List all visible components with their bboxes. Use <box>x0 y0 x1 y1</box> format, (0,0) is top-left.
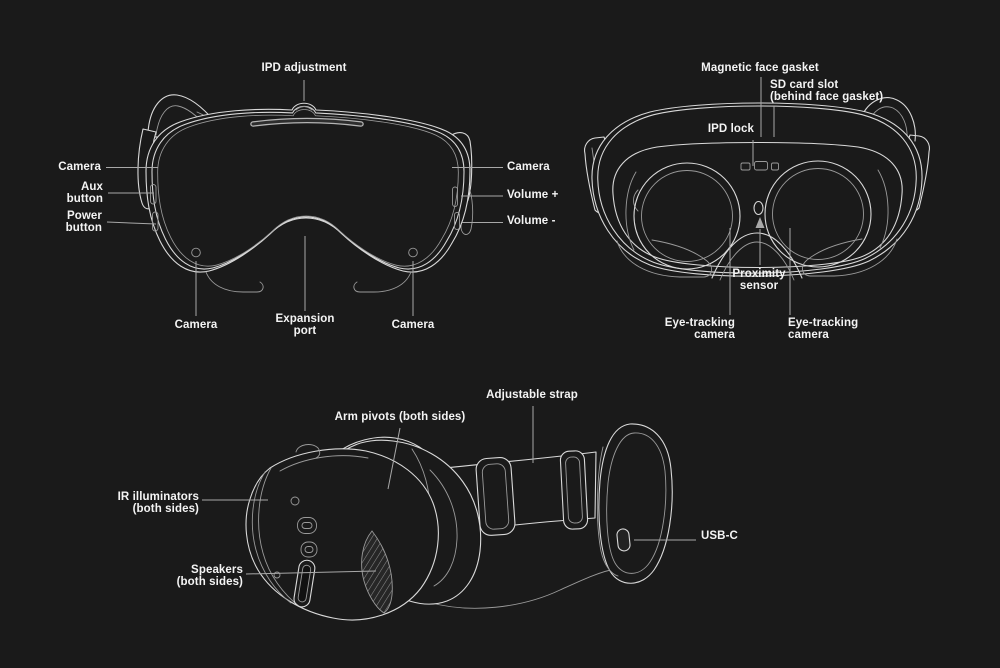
camera-dot-left <box>191 247 201 258</box>
label-eye-tracking-camera-right: Eye-tracking camera <box>788 317 859 341</box>
volume-down-button-shape <box>454 212 460 230</box>
visor <box>245 444 439 621</box>
label-power-button: Power button <box>65 210 102 234</box>
label-camera-bottom-right: Camera <box>391 319 435 331</box>
label-arm-pivots: Arm pivots (both sides) <box>334 411 466 423</box>
side-view-artwork <box>245 423 673 621</box>
ipd-adjustment-bump <box>295 106 313 111</box>
leader-power-button <box>106 221 157 225</box>
label-eye-tracking-camera-left: Eye-tracking camera <box>664 317 735 341</box>
label-magnetic-face-gasket: Magnetic face gasket <box>701 62 819 74</box>
speaker-grille <box>361 530 393 614</box>
label-proximity-sensor: Proximity sensor <box>732 268 786 292</box>
leader-lines <box>106 77 791 575</box>
aux-button-shape <box>150 184 157 205</box>
label-ir-illuminators: IR illuminators (both sides) <box>117 491 199 515</box>
volume-up-button-shape <box>452 186 458 207</box>
label-camera-left: Camera <box>58 161 101 173</box>
proximity-sensor-shape <box>753 200 764 216</box>
ir-illuminator-dot <box>290 496 300 506</box>
speaker-slot <box>293 559 316 608</box>
front-shell-outline <box>145 102 471 273</box>
power-button-shape <box>152 211 159 232</box>
label-expansion-port: Expansion port <box>275 313 335 337</box>
label-sd-card-slot: SD card slot (behind face gasket) <box>770 79 884 103</box>
label-ipd-lock: IPD lock <box>707 123 754 135</box>
rear-view-artwork <box>584 97 930 281</box>
label-usb-c: USB-C <box>701 530 738 542</box>
usb-c-port <box>616 528 631 552</box>
face-gasket-opening <box>612 141 903 269</box>
label-camera-bottom-left: Camera <box>174 319 218 331</box>
rear-pad <box>596 423 673 584</box>
camera-dot-right <box>408 247 418 258</box>
front-view-artwork <box>137 94 474 293</box>
label-ipd-adjustment: IPD adjustment <box>261 62 347 74</box>
left-lens <box>633 162 741 270</box>
label-adjustable-strap: Adjustable strap <box>486 389 578 401</box>
leader-speakers <box>245 570 377 575</box>
leader-arm-pivots <box>387 427 401 490</box>
label-volume-up: Volume + <box>507 189 559 201</box>
ipd-lock-detail <box>740 161 779 171</box>
label-camera-right: Camera <box>507 161 550 173</box>
rear-shell-outline <box>591 102 923 277</box>
label-aux-button: Aux button <box>66 181 103 205</box>
label-volume-down: Volume - <box>507 215 556 227</box>
label-speakers: Speakers (both sides) <box>176 564 243 588</box>
right-lens <box>764 160 872 268</box>
proximity-arrowhead <box>755 217 765 228</box>
strap-adjuster-rings <box>475 450 589 536</box>
